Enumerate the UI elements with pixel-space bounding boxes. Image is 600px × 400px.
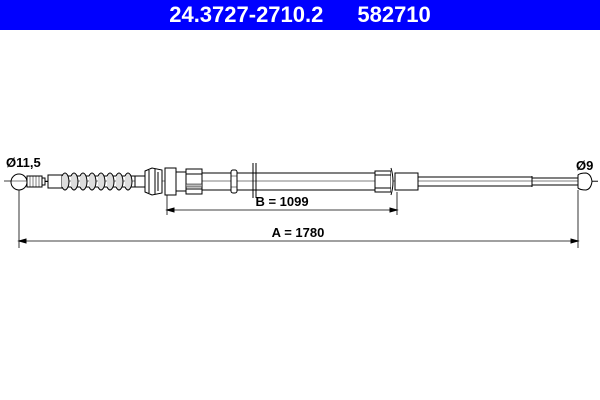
rubber-boot-icon (61, 172, 146, 191)
outer-casing-icon (202, 163, 375, 198)
dimension-b-label: B = 1099 (255, 194, 308, 209)
right-ball-end-icon (577, 172, 598, 191)
right-diameter-label: Ø9 (576, 158, 593, 173)
dimension-a-label: A = 1780 (272, 225, 325, 240)
reference-number: 582710 (357, 2, 431, 27)
title-banner: 24.3727-2710.2 582710 (0, 0, 600, 30)
retainer-clip-icon (144, 167, 163, 196)
hex-fitting-icon (164, 167, 203, 196)
right-end-fitting-icon (374, 167, 419, 196)
dimension-line-b (165, 207, 399, 213)
dimension-line-a (17, 238, 580, 244)
left-ball-end-icon (4, 173, 63, 191)
inner-wire-icon (418, 176, 578, 187)
article-number: 24.3727-2710.2 (169, 2, 324, 27)
left-diameter-label: Ø11,5 (6, 155, 41, 170)
